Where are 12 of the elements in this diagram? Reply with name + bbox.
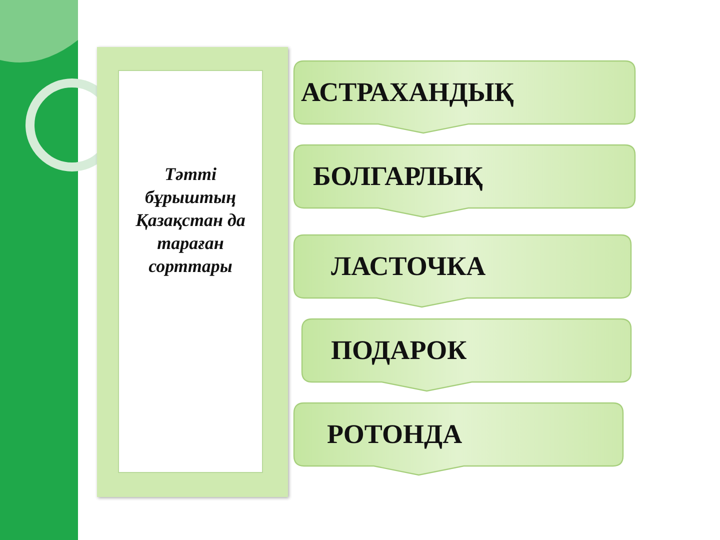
callout-box xyxy=(293,234,632,308)
node-text: ПОДАРОК xyxy=(331,337,467,364)
callout-box xyxy=(293,60,636,134)
node-text: БОЛГАРЛЫҚ xyxy=(313,163,483,190)
node-text: АСТРАХАНДЫҚ xyxy=(301,79,514,106)
frame-box xyxy=(97,47,288,497)
callout-box xyxy=(293,402,624,476)
callout-box xyxy=(293,144,636,218)
node-text: Тәтті бұрыштың Қазақстан да тараған сорттары xyxy=(134,163,246,278)
node-text: ЛАСТОЧКА xyxy=(331,253,486,280)
callout-box xyxy=(301,318,632,392)
node-text: РОТОНДА xyxy=(327,421,462,448)
